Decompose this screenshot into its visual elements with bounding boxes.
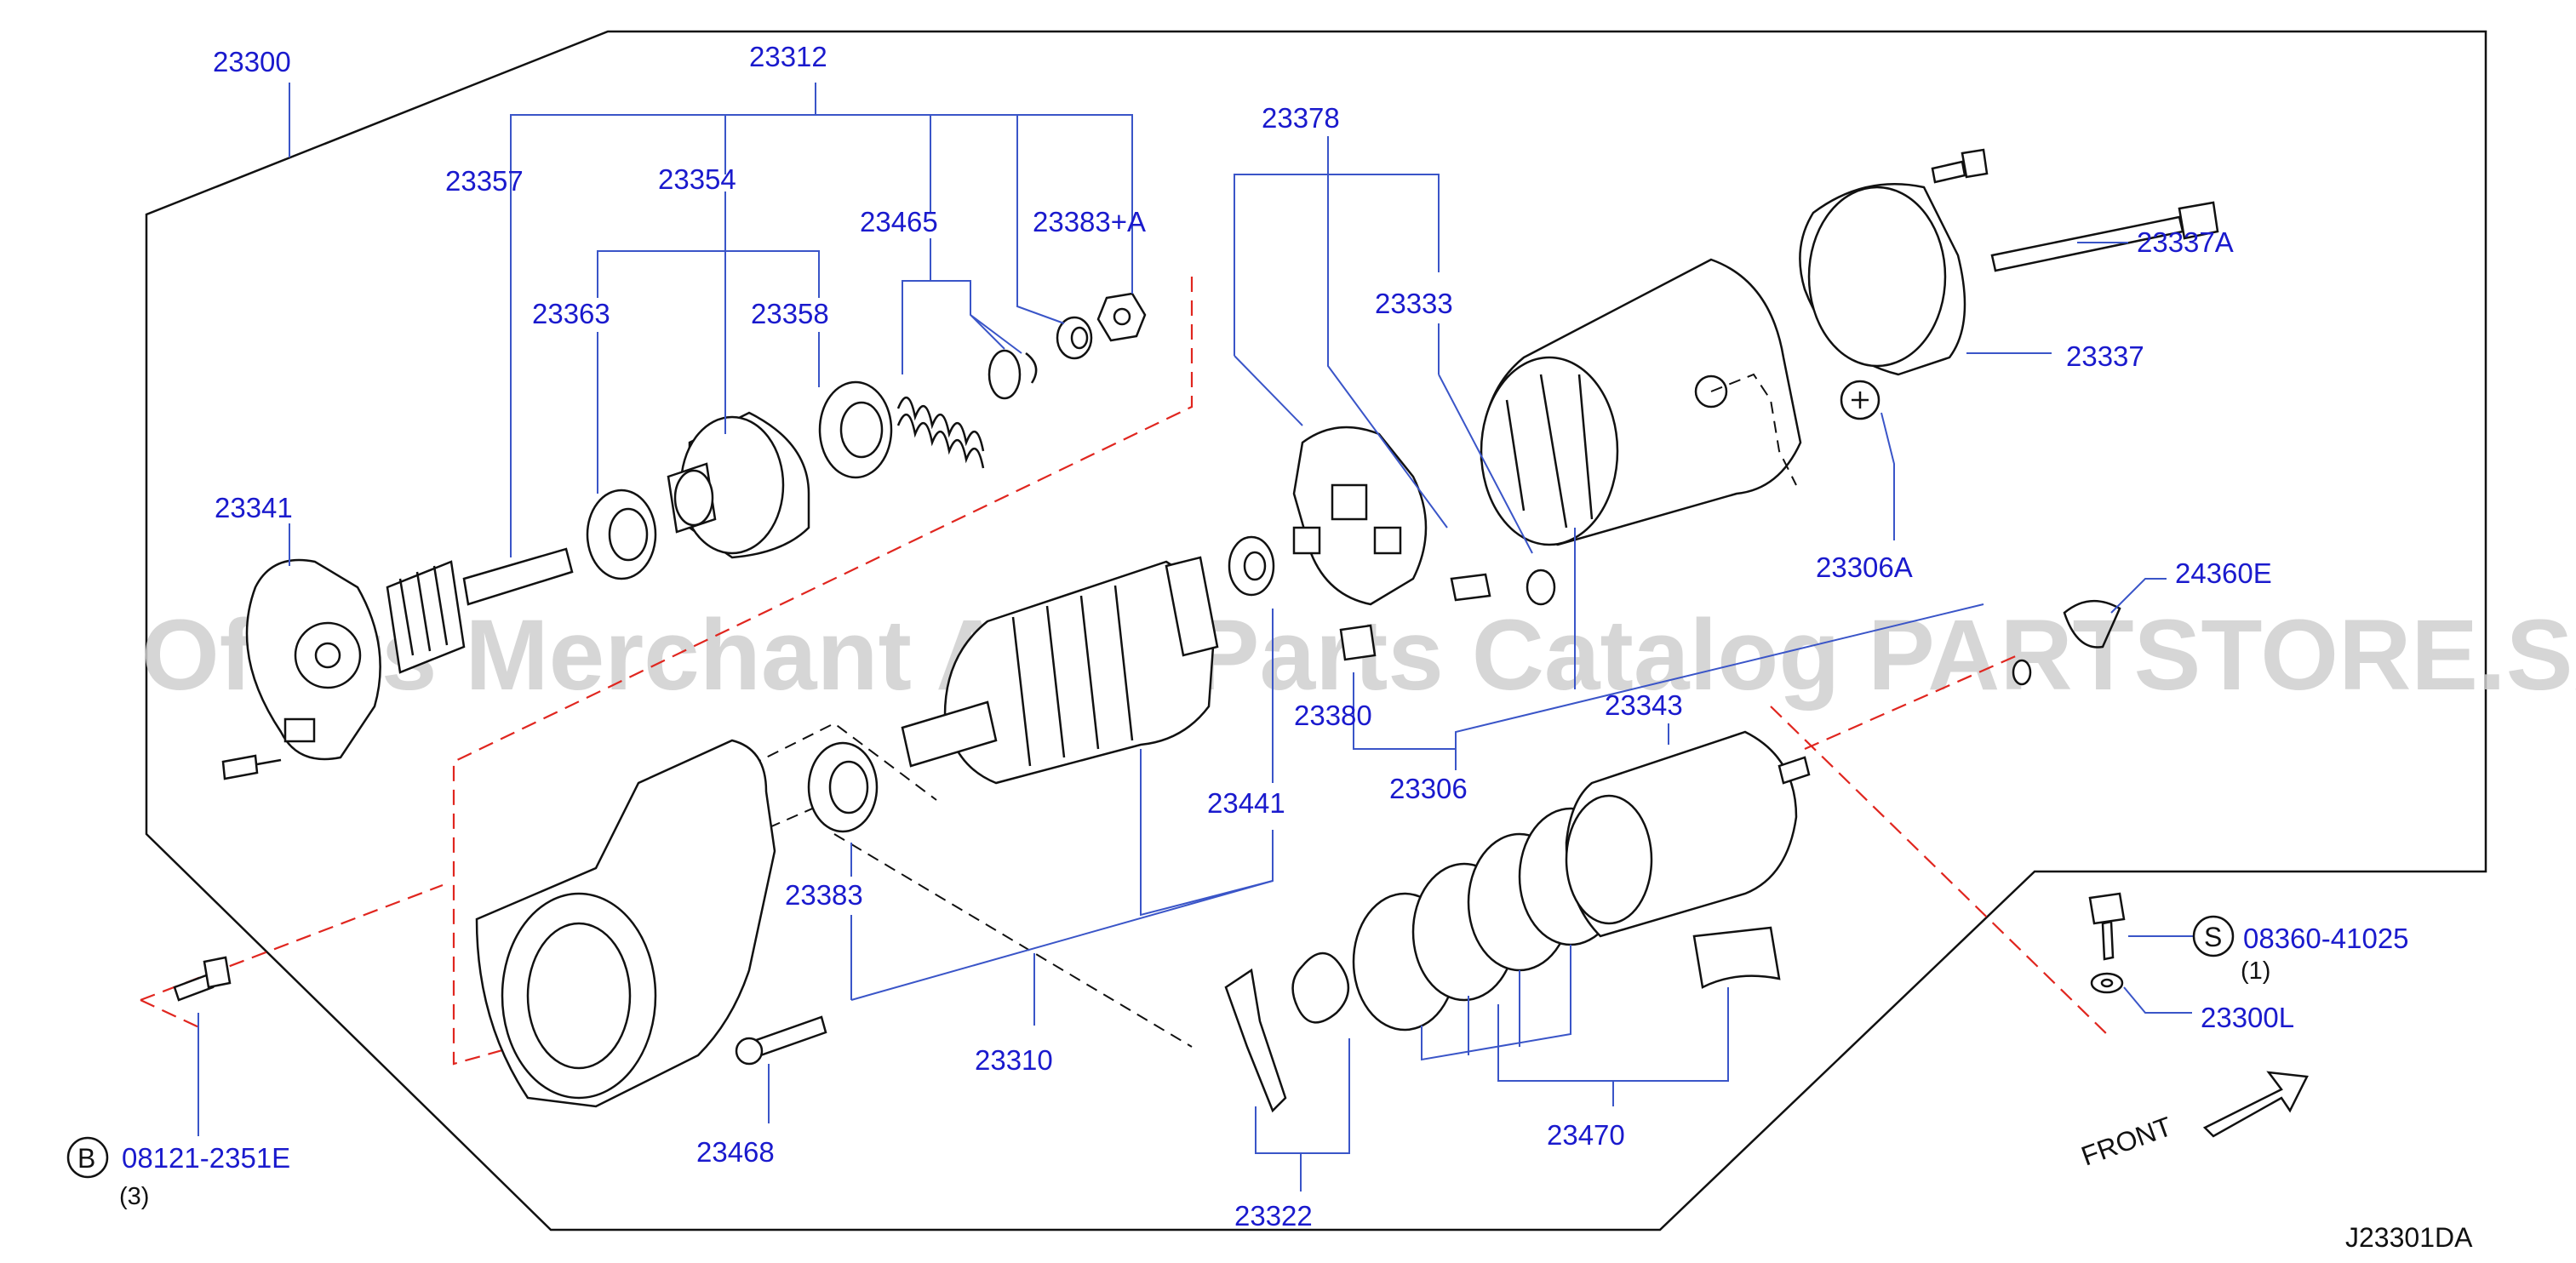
label-23337a[interactable]: 23337A (2137, 226, 2234, 258)
lever-spring (1291, 952, 1350, 1024)
bolt-08121 (173, 956, 232, 1002)
label-23337[interactable]: 23337 (2066, 340, 2144, 372)
label-23470[interactable]: 23470 (1547, 1119, 1625, 1151)
clutch-gear (667, 411, 810, 559)
brush (1450, 573, 1491, 602)
label-23354[interactable]: 23354 (658, 163, 736, 195)
screw-08360 (2088, 892, 2126, 961)
label-23333[interactable]: 23333 (1375, 288, 1453, 319)
label-23468[interactable]: 23468 (696, 1136, 775, 1168)
terminal-lead (1710, 373, 1797, 486)
label-23383-a[interactable]: 23383+A (1033, 206, 1146, 237)
front-label: FRONT (2077, 1111, 2176, 1172)
bearing-23363 (586, 489, 657, 580)
brush-23380 (1339, 624, 1377, 661)
callout-s-letter: S (2204, 922, 2222, 952)
label-08360-41025[interactable]: 08360-41025 (2243, 923, 2409, 954)
label-23300l[interactable]: 23300L (2201, 1002, 2294, 1033)
label-23300[interactable]: 23300 (213, 46, 291, 77)
rear-cover (1799, 183, 1966, 376)
brush-spring (1526, 569, 1556, 606)
callout-b-circle (66, 1136, 109, 1179)
label-23380[interactable]: 23380 (1294, 700, 1372, 731)
leader-lines (197, 83, 2196, 1192)
label-23312[interactable]: 23312 (749, 41, 827, 72)
alignment-guide-right (1770, 654, 2112, 1039)
alignment-guide-upper (452, 277, 1194, 1066)
callout-b-letter: B (77, 1143, 95, 1174)
bearing-23383 (807, 741, 879, 833)
assembly-boundary (145, 30, 2487, 1232)
through-bolt (1990, 201, 2219, 272)
label-23378[interactable]: 23378 (1262, 102, 1340, 134)
bearing-23441 (1228, 535, 1275, 597)
cover-bolt (221, 754, 282, 780)
diagram-code: J23301DA (2345, 1222, 2473, 1253)
rear-cover-screw (1931, 148, 1989, 184)
nut-23383a (1096, 292, 1147, 342)
label-23306[interactable]: 23306 (1389, 773, 1468, 804)
bearing-23358 (818, 380, 893, 479)
callout-s-qty: (1) (2241, 957, 2270, 985)
drive-housing (475, 739, 776, 1108)
label-08121-2351e[interactable]: 08121-2351E (122, 1142, 290, 1174)
label-23341[interactable]: 23341 (215, 492, 293, 523)
terminal-screw (1840, 380, 1880, 420)
solenoid (1565, 730, 1811, 938)
label-23310[interactable]: 23310 (975, 1044, 1053, 1076)
yoke-field-coil (1480, 258, 1802, 546)
label-23363[interactable]: 23363 (532, 298, 610, 329)
label-23441[interactable]: 23441 (1207, 787, 1285, 819)
label-23306a[interactable]: 23306A (1816, 551, 1913, 583)
alignment-guide-lower-left (140, 883, 444, 1031)
shift-lever (1224, 968, 1287, 1113)
callout-b-qty: (3) (119, 1183, 149, 1210)
front-cover-plate (245, 558, 381, 761)
label-23343[interactable]: 23343 (1605, 689, 1683, 721)
pinion-shaft (386, 547, 574, 674)
brush-holder (1292, 426, 1428, 606)
armature (901, 556, 1219, 785)
label-23357[interactable]: 23357 (445, 165, 524, 197)
label-23465[interactable]: 23465 (860, 206, 938, 237)
label-24360e[interactable]: 24360E (2175, 557, 2272, 589)
callout-s-circle (2192, 915, 2235, 957)
bolt-23468 (735, 1015, 827, 1066)
collar (1056, 316, 1093, 360)
label-23322[interactable]: 23322 (1234, 1200, 1313, 1232)
clip-24360e (2012, 599, 2121, 686)
insulator-pad (1692, 926, 1781, 989)
front-arrow-icon (2202, 1071, 2309, 1138)
label-23383[interactable]: 23383 (785, 879, 863, 911)
label-23358[interactable]: 23358 (751, 298, 829, 329)
washer-23300l (2090, 972, 2124, 994)
drive-spring (896, 349, 1038, 469)
